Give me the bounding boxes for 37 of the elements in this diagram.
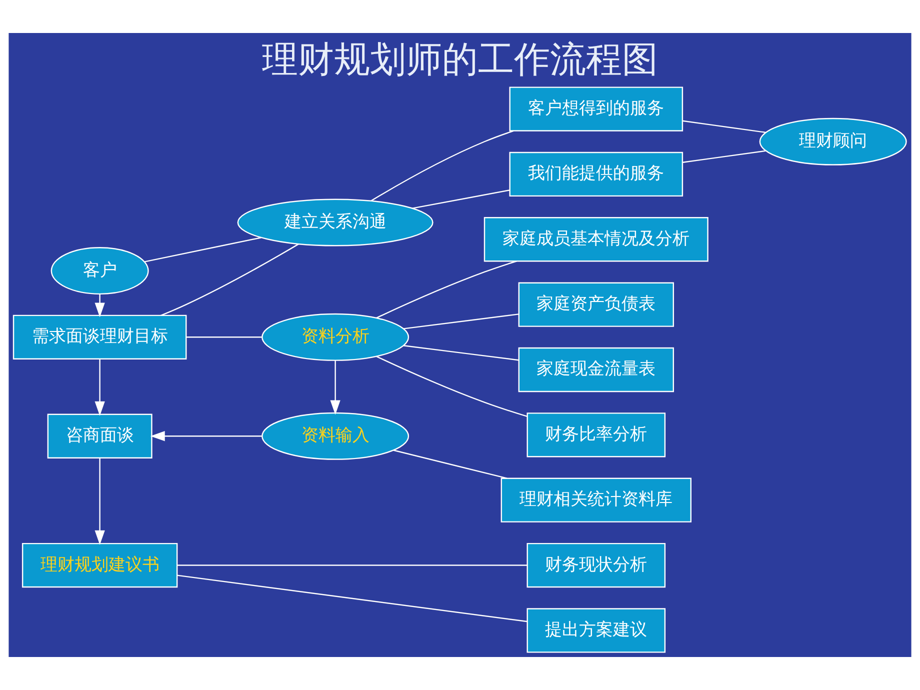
connector bbox=[404, 345, 519, 361]
connector bbox=[371, 130, 514, 202]
node-box: 家庭资产负债表 bbox=[518, 282, 674, 327]
connector bbox=[186, 336, 262, 338]
connector bbox=[177, 574, 528, 622]
arrow bbox=[94, 458, 105, 545]
node-ellipse: 资料输入 bbox=[262, 412, 410, 460]
node-box: 财务比率分析 bbox=[526, 412, 666, 458]
diagram-title: 理财规划师的工作流程图 bbox=[262, 38, 658, 81]
connector bbox=[144, 237, 262, 262]
node-box: 客户想得到的服务 bbox=[509, 86, 684, 132]
node-box: 需求面谈理财目标 bbox=[12, 314, 187, 360]
node-box: 理财规划建议书 bbox=[22, 542, 178, 588]
node-box: 家庭成员基本情况及分析 bbox=[484, 217, 708, 262]
connector bbox=[404, 314, 519, 330]
arrow bbox=[94, 294, 105, 318]
connector bbox=[177, 564, 528, 566]
connector bbox=[682, 150, 766, 163]
connector bbox=[160, 244, 299, 316]
node-box: 财务现状分析 bbox=[526, 542, 666, 588]
node-ellipse: 客户 bbox=[50, 247, 149, 295]
node-box: 我们能提供的服务 bbox=[509, 152, 684, 197]
arrow bbox=[150, 431, 262, 442]
connector bbox=[412, 190, 510, 209]
node-box: 提出方案建议 bbox=[526, 608, 666, 653]
connector bbox=[393, 450, 508, 479]
connector bbox=[682, 120, 766, 134]
node-ellipse: 理财顾问 bbox=[759, 118, 907, 166]
node-ellipse: 资料分析 bbox=[262, 313, 410, 361]
node-box: 咨商面谈 bbox=[47, 414, 152, 458]
arrow bbox=[94, 359, 105, 416]
arrow bbox=[330, 360, 340, 415]
node-box: 家庭现金流量表 bbox=[518, 347, 674, 392]
connector bbox=[376, 260, 517, 318]
node-box: 理财相关统计资料库 bbox=[500, 478, 692, 522]
node-ellipse: 建立关系沟通 bbox=[237, 198, 434, 246]
connector bbox=[376, 356, 528, 418]
